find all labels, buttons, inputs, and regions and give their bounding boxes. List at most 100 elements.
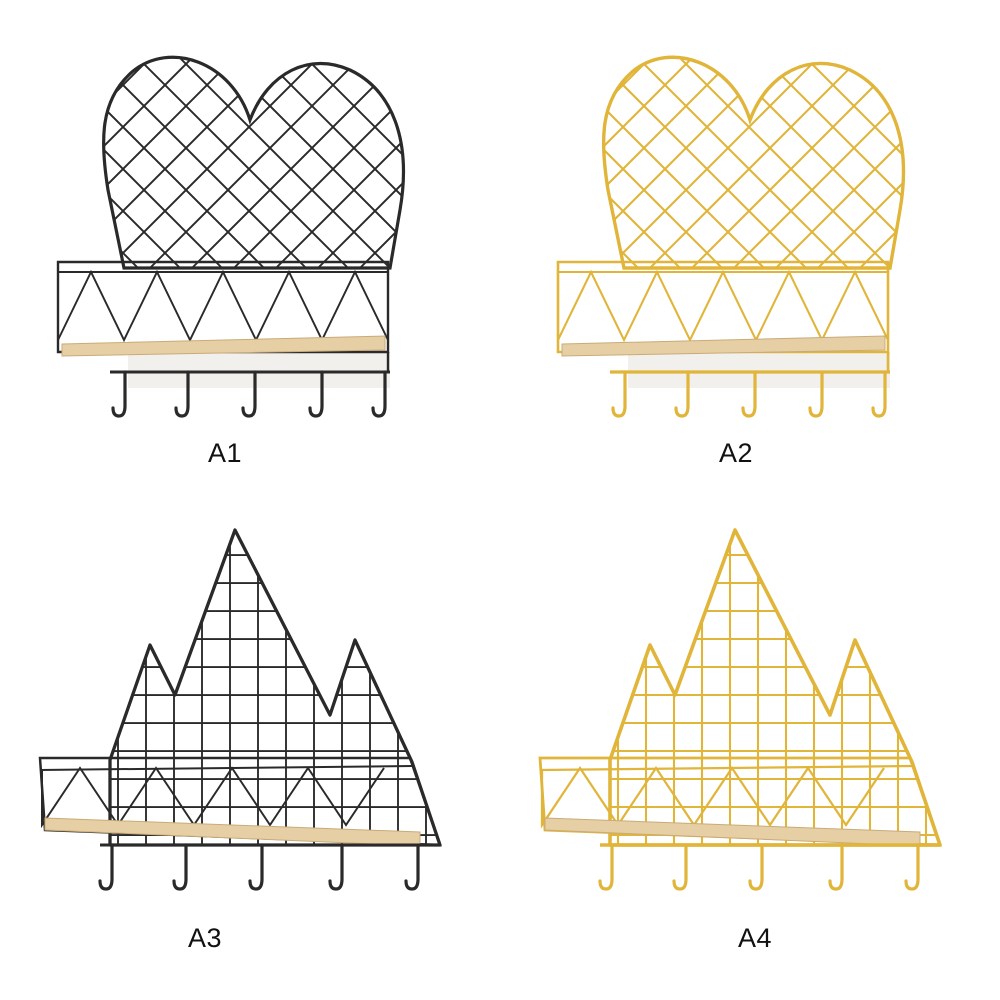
- hook: [598, 843, 614, 891]
- lattice-wire: [871, 57, 904, 268]
- lattice-wire: [603, 57, 795, 268]
- lattice-wire: [500, 40, 542, 340]
- basket-zigzag: [540, 765, 885, 829]
- hook: [111, 370, 127, 418]
- heart-wire-shelf-gold-image: [500, 40, 1000, 418]
- hook: [674, 370, 690, 418]
- lattice-wire: [119, 57, 404, 268]
- product-label: A2: [719, 438, 754, 468]
- lattice-wire: [456, 40, 500, 340]
- lattice-wire: [0, 40, 84, 340]
- product-label: A3: [188, 923, 223, 953]
- heart-frame: [601, 55, 906, 270]
- wall-plate: [628, 352, 890, 388]
- wood-shelf: [544, 817, 921, 847]
- lattice-wire: [414, 40, 500, 340]
- lattice-wire: [414, 40, 500, 340]
- lattice-wire: [914, 40, 1000, 340]
- product-a4: A4: [500, 500, 1000, 1000]
- hook: [404, 843, 420, 891]
- lattice-wire: [103, 57, 379, 268]
- lattice-wire: [603, 57, 711, 268]
- lattice-wire: [603, 57, 711, 268]
- lattice-wire: [203, 57, 404, 268]
- lattice-wire: [829, 57, 904, 268]
- lattice-wire: [0, 40, 84, 340]
- hook: [611, 370, 627, 418]
- product-a2: A2: [500, 0, 1000, 500]
- lattice-wire: [500, 40, 542, 340]
- lattice-wire: [0, 40, 42, 340]
- lattice-wire: [103, 57, 253, 268]
- lattice-wire: [456, 40, 500, 340]
- hook: [748, 843, 764, 891]
- lattice-wire: [661, 57, 904, 268]
- lattice-wire: [0, 40, 42, 340]
- hook: [808, 370, 824, 418]
- lattice-wire: [287, 57, 404, 268]
- lattice-wire: [703, 57, 904, 268]
- lattice-wire: [103, 57, 295, 268]
- heart-frame: [101, 55, 406, 270]
- lattice-wire: [329, 57, 404, 268]
- lattice-wire: [787, 57, 904, 268]
- product-label: A4: [738, 923, 773, 953]
- lattice-wire: [103, 57, 337, 268]
- product-a3: A3: [0, 500, 500, 1000]
- mountain-frame: [608, 528, 942, 847]
- lattice-wire: [103, 57, 253, 268]
- mountain-wire-shelf-gold-image: [538, 528, 942, 891]
- hook: [828, 843, 844, 891]
- lattice-wire: [914, 40, 1000, 340]
- basket-zigzag: [41, 766, 385, 829]
- lattice-wire: [603, 57, 795, 268]
- lattice-wire: [703, 57, 904, 268]
- lattice-wire: [603, 57, 837, 268]
- hook: [371, 370, 387, 418]
- hook: [741, 370, 757, 418]
- lattice-wire: [603, 57, 879, 268]
- product-a1: A1: [0, 0, 500, 500]
- lattice-wire: [371, 57, 404, 268]
- hook: [98, 843, 114, 891]
- hook: [328, 843, 344, 891]
- lattice-wire: [245, 57, 404, 268]
- lattice-wire: [603, 57, 753, 268]
- basket-zigzag: [556, 269, 889, 343]
- product-label: A1: [208, 438, 243, 468]
- lattice-wire: [956, 40, 1000, 340]
- lattice-wire: [103, 57, 211, 268]
- lattice-wire: [787, 57, 904, 268]
- basket-zigzag: [57, 269, 389, 343]
- lattice-wire: [161, 57, 404, 268]
- hook: [871, 370, 887, 418]
- wood-shelf: [61, 335, 386, 357]
- hook: [904, 843, 920, 891]
- heart-wire-shelf-black-image: [0, 40, 500, 418]
- wood-shelf: [44, 817, 421, 847]
- hook: [174, 370, 190, 418]
- lattice-wire: [871, 57, 904, 268]
- lattice-wire: [371, 57, 404, 268]
- lattice-wire: [329, 57, 404, 268]
- lattice-wire: [745, 57, 904, 268]
- lattice-wire: [103, 57, 295, 268]
- hook: [241, 370, 257, 418]
- wood-shelf: [561, 335, 886, 357]
- lattice-wire: [500, 40, 584, 340]
- lattice-wire: [603, 57, 753, 268]
- lattice-wire: [619, 57, 904, 268]
- hook: [672, 843, 688, 891]
- hook: [308, 370, 324, 418]
- lattice-wire: [287, 57, 404, 268]
- lattice-wire: [500, 40, 584, 340]
- wall-plate: [128, 352, 390, 388]
- basket-rail: [39, 765, 413, 771]
- lattice-wire: [203, 57, 404, 268]
- mountain-frame: [108, 528, 442, 847]
- lattice-wire: [956, 40, 1000, 340]
- hook: [172, 843, 188, 891]
- lattice-wire: [103, 57, 211, 268]
- basket-rail: [539, 764, 913, 772]
- hook: [248, 843, 264, 891]
